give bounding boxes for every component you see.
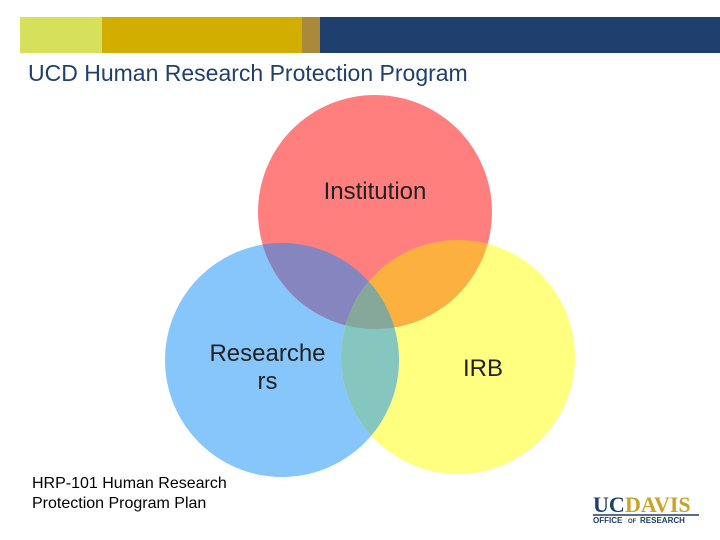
logo-office: OFFICE [593, 516, 623, 524]
footer-citation: HRP-101 Human Research Protection Progra… [32, 474, 262, 514]
logo-research: RESEARCH [640, 516, 685, 524]
label-researchers-line1: Researche [209, 340, 326, 367]
footer-line1: HRP-101 Human Research [32, 475, 227, 492]
label-irb: IRB [462, 355, 503, 382]
label-researchers-line2: rs [257, 368, 278, 395]
logo-of: OF [628, 519, 637, 524]
header-band-gold [102, 17, 302, 53]
overlap-institution-irb [341, 240, 492, 329]
header-band-navy [320, 17, 720, 53]
page-title: UCD Human Research Protection Program [28, 60, 468, 86]
label-institution: Institution [323, 178, 427, 205]
ucdavis-logo: UC DAVIS OFFICE OF RESEARCH [593, 492, 699, 524]
header-band-tan [302, 17, 320, 53]
label-researchers: Researche rs [190, 340, 345, 396]
footer-line2: Protection Program Plan [32, 495, 207, 512]
logo-davis: DAVIS [625, 492, 691, 517]
overlap-institution-researchers [258, 243, 399, 329]
header-band-yellow [20, 17, 102, 53]
logo-uc: UC [593, 492, 625, 517]
